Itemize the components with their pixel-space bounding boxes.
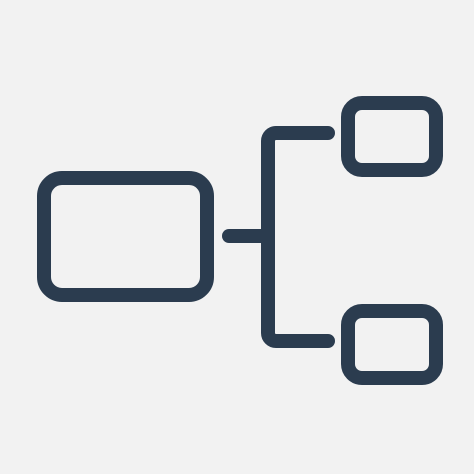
branch-bracket-icon bbox=[261, 126, 335, 348]
child-box-bottom-icon bbox=[341, 304, 443, 385]
parent-box-icon bbox=[37, 171, 214, 302]
child-box-top-icon bbox=[341, 96, 443, 177]
